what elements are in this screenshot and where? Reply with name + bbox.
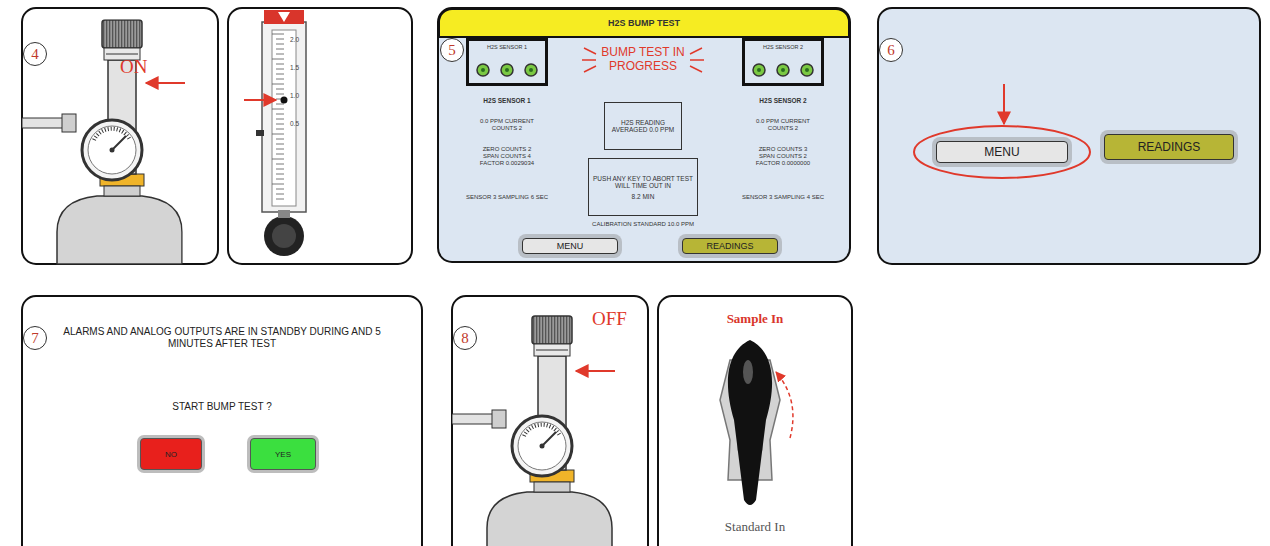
- sensor-counts: ZERO COUNTS 2 SPAN COUNTS 4 FACTOR 0.002…: [475, 146, 539, 167]
- node-text: READINGS: [706, 241, 753, 251]
- port-label: Sample In: [690, 312, 820, 327]
- step-panel: [658, 296, 852, 546]
- sensor-sampling: SENSOR 3 SAMPLING 6 SEC: [457, 194, 557, 201]
- sensor-counts: ZERO COUNTS 3 SPAN COUNTS 2 FACTOR 0.000…: [751, 146, 815, 167]
- sensor-box: H2S SENSOR 1: [466, 38, 548, 86]
- pointer-arrow: [576, 370, 615, 372]
- sensor-reading: 0.0 PPM CURRENT COUNTS 2: [752, 118, 814, 132]
- pointer-arrow: [1003, 84, 1005, 124]
- node-text: H2S BUMP TEST: [608, 18, 680, 28]
- scale-number: 1.0: [290, 92, 314, 99]
- node-text: PUSH ANY KEY TO ABORT TEST WILL TIME OUT…: [591, 175, 695, 189]
- step-label: ON: [120, 56, 180, 78]
- menu-button: MENU: [936, 141, 1068, 163]
- warning-text: ALARMS AND ANALOG OUTPUTS ARE IN STANDBY…: [62, 326, 382, 349]
- scale-number: 1.5: [290, 64, 314, 71]
- node-text: 8.2 MIN: [632, 193, 655, 200]
- pointer-arrow: [244, 99, 276, 101]
- callout-number: 4: [23, 42, 47, 66]
- node-text: H2S READING AVERAGED 0.0 PPM: [607, 119, 679, 133]
- sensor-reading: 0.0 PPM CURRENT COUNTS 2: [476, 118, 538, 132]
- sensor-box: H2S SENSOR 2: [742, 38, 824, 86]
- highlight-ellipse: [914, 126, 1090, 178]
- title-band: H2S BUMP TEST: [438, 8, 850, 38]
- node-text: MENU: [984, 145, 1019, 159]
- sensor-sampling: SENSOR 3 SAMPLING 4 SEC: [733, 194, 833, 201]
- sensor-title: H2S SENSOR 2: [738, 97, 828, 104]
- node-text: 6: [887, 42, 895, 59]
- callout-number: 6: [879, 38, 903, 62]
- timer-box: PUSH ANY KEY TO ABORT TEST WILL TIME OUT…: [588, 158, 698, 216]
- step-panel: [22, 8, 218, 264]
- node-text: YES: [275, 450, 291, 459]
- callout-number: 8: [453, 326, 477, 350]
- screen-panel: [438, 8, 850, 262]
- screen-panel: [22, 296, 422, 546]
- no-button: NO: [140, 438, 202, 470]
- pointer-arrow: [146, 82, 185, 84]
- sensor-title: H2S SENSOR 1: [462, 97, 552, 104]
- menu-button: MENU: [522, 238, 618, 254]
- node-text: NO: [165, 450, 177, 459]
- step-panel: [228, 8, 412, 264]
- readings-button: READINGS: [1104, 134, 1234, 160]
- step-panel: [452, 296, 648, 546]
- node-text: MENU: [557, 241, 584, 251]
- selector-valve: [720, 340, 780, 505]
- rotation-arrow: [776, 372, 793, 438]
- scale-number: 2.0: [290, 36, 314, 43]
- node-text: H2S SENSOR 2: [763, 44, 803, 50]
- node-text: 5: [448, 42, 456, 59]
- port-label: Standard In: [690, 520, 820, 535]
- status-text: BUMP TEST IN PROGRESS: [597, 46, 689, 74]
- callout-number: 5: [440, 38, 464, 62]
- step-label: OFF: [592, 308, 652, 330]
- yes-button: YES: [250, 438, 316, 470]
- callout-number: 7: [23, 326, 47, 350]
- node-text: H2S SENSOR 1: [487, 44, 527, 50]
- scale-number: 0.5: [290, 120, 314, 127]
- node-text: 4: [31, 46, 39, 63]
- calibration-text: CALIBRATION STANDARD 10.0 PPM: [568, 221, 718, 228]
- node-text: 8: [461, 330, 469, 347]
- screen-panel: [878, 8, 1260, 264]
- prompt-text: START BUMP TEST ?: [122, 401, 322, 413]
- node-text: 7: [31, 330, 39, 347]
- reading-box: H2S READING AVERAGED 0.0 PPM: [604, 102, 682, 150]
- flowmeter: [256, 10, 306, 256]
- node-text: READINGS: [1138, 140, 1201, 154]
- readings-button: READINGS: [682, 238, 778, 254]
